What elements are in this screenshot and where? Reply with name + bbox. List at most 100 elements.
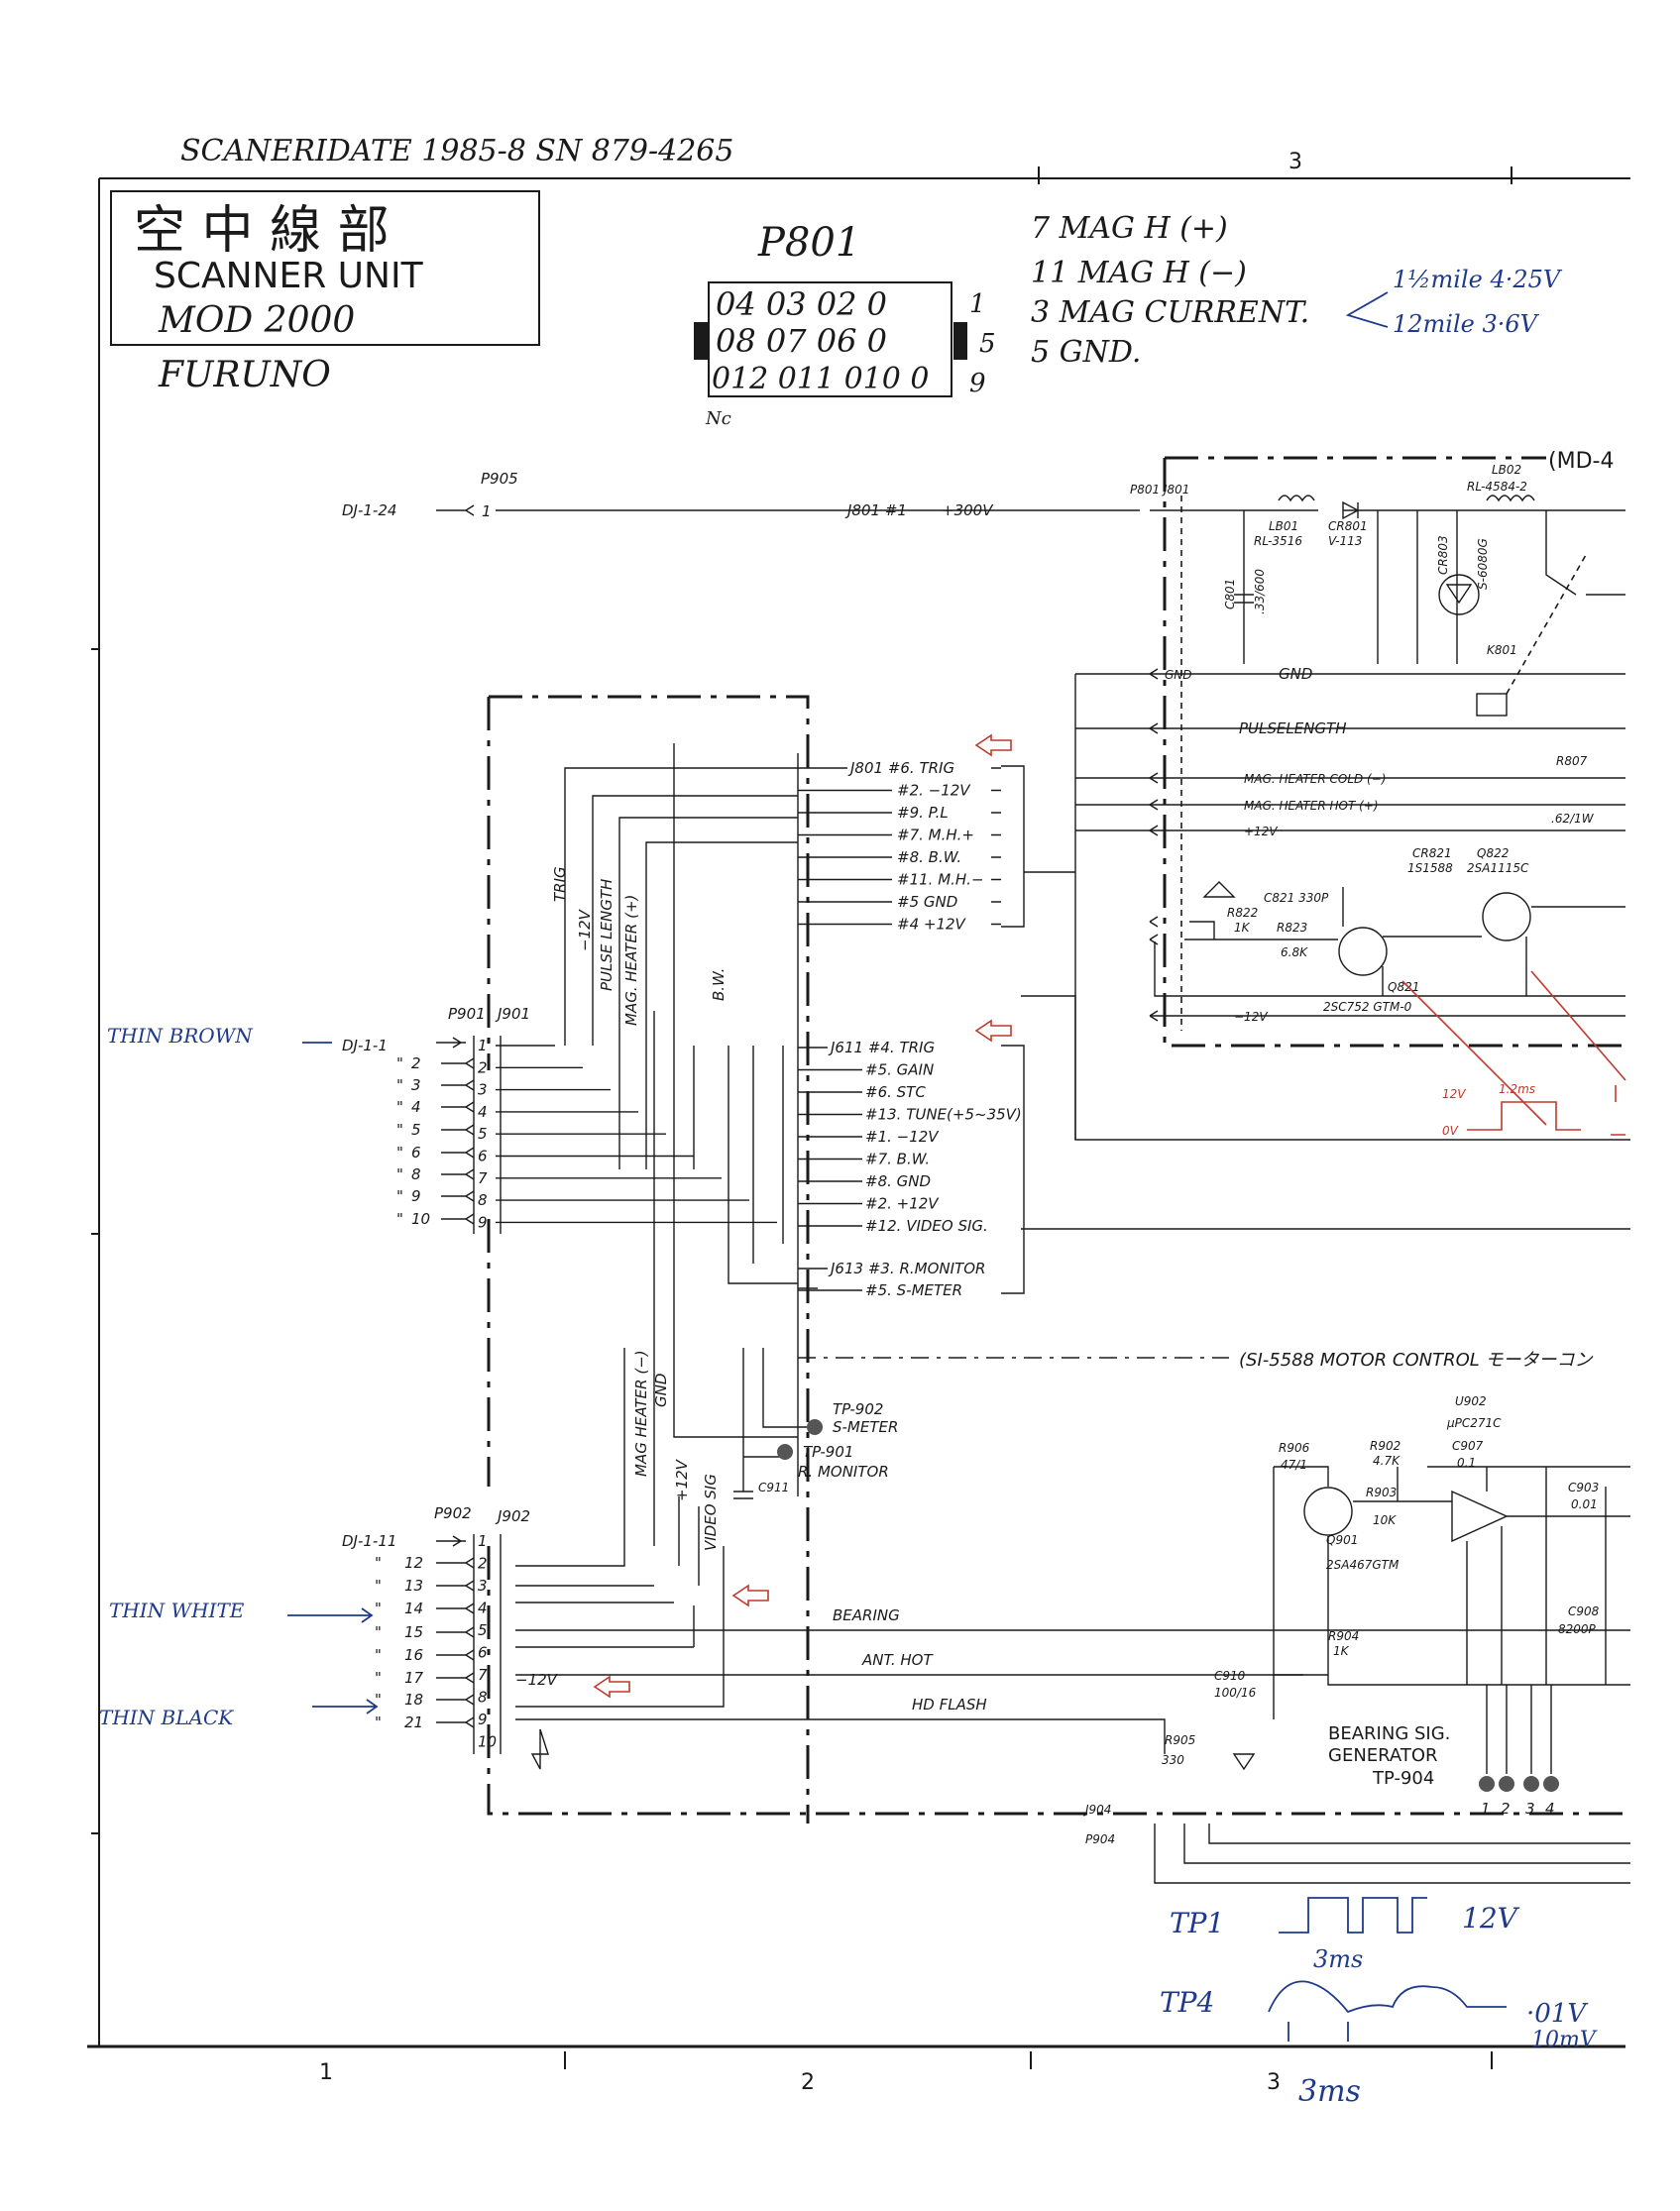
- p902-ditto: ": [375, 1669, 382, 1687]
- tp904-number: 1: [1481, 1800, 1491, 1818]
- note-mag-h-minus: 11 MAG H (−): [1031, 256, 1247, 290]
- p901-arrow: [441, 1057, 475, 1069]
- lb801: LB01: [1269, 519, 1298, 533]
- p801-outline: [708, 281, 952, 397]
- vlabel-bw: B.W.: [710, 968, 728, 1001]
- note-range-2: 12mile 3·6V: [1393, 310, 1540, 338]
- j801-signal-list: J801 #6. TRIG#2. −12V#9. P.L#7. M.H.+#8.…: [798, 759, 1001, 934]
- cr801: CR801: [1328, 519, 1368, 533]
- cr821-part: 1S1588: [1407, 861, 1453, 875]
- tp901-r-monitor: R. MONITOR: [798, 1463, 889, 1481]
- j902-pin: 6: [478, 1644, 488, 1662]
- note-range-1: 1½mile 4·25V: [1393, 266, 1563, 293]
- vlabel-plus12: +12V: [673, 1458, 691, 1501]
- p901-ditto: ": [396, 1098, 403, 1116]
- p902-pin: 21: [404, 1714, 423, 1731]
- p902-first-pin: DJ-1-11: [342, 1532, 396, 1550]
- p902-arrow: [436, 1557, 475, 1569]
- maker-handwritten: FURUNO: [158, 355, 331, 395]
- p902-arrow: [436, 1649, 475, 1661]
- j902-pin: 10: [478, 1733, 497, 1751]
- j901-pin: 4: [478, 1103, 488, 1121]
- c907: C907: [1452, 1439, 1484, 1453]
- md4-boundary: [1163, 456, 1630, 1048]
- r807: R807: [1556, 754, 1588, 768]
- p902-pin: 18: [404, 1691, 423, 1709]
- j902-pin: 8: [478, 1689, 488, 1707]
- r822: R822: [1227, 906, 1258, 920]
- p901-ditto: ": [396, 1144, 403, 1161]
- j801-signal: #8. B.W.: [897, 848, 961, 866]
- r903-val: 10K: [1373, 1513, 1397, 1527]
- j611-signal: #13. TUNE(+5~35V): [865, 1106, 1022, 1124]
- plus12-rail: +12V: [1244, 825, 1278, 838]
- signal-ant-hot: ANT. HOT: [861, 1651, 934, 1669]
- tp901: TP-901: [803, 1443, 853, 1461]
- note-thin-white: THIN WHITE: [109, 1599, 245, 1622]
- p801-row2: 08 07 06 0: [716, 322, 887, 360]
- p801-pin9: 9: [969, 369, 986, 398]
- p901-pin: 8: [411, 1165, 421, 1183]
- r823-val: 6.8K: [1281, 945, 1308, 959]
- j901-title: J901: [495, 1005, 530, 1023]
- p801-pin5: 5: [979, 329, 996, 359]
- p901-ditto: ": [396, 1121, 403, 1139]
- p902-ditto: ": [375, 1646, 382, 1664]
- r904: R904: [1328, 1629, 1359, 1643]
- bearing-gen-label-1: BEARING SIG.: [1328, 1723, 1450, 1744]
- p902-title: P902: [434, 1504, 472, 1522]
- note-thin-brown: THIN BROWN: [107, 1024, 254, 1048]
- j801-1-label: J801 #1: [844, 501, 907, 519]
- bearing-gen-label-2: GENERATOR: [1328, 1745, 1438, 1766]
- q821-transistor: [1338, 927, 1388, 976]
- note-mag-current: 3 MAG CURRENT.: [1031, 295, 1309, 330]
- j901-pin: 1: [478, 1037, 488, 1054]
- mag-heater-hot: MAG. HEATER HOT (+): [1244, 799, 1379, 813]
- p901-arrow: [441, 1101, 475, 1113]
- pulse-0v: 0V: [1442, 1124, 1459, 1138]
- j901-pin: 3: [478, 1081, 488, 1099]
- tp904-3: [1523, 1776, 1539, 1792]
- p801-pin1: 1: [969, 289, 986, 319]
- p902-arrow: [436, 1694, 475, 1706]
- pulse-width: 1.2ms: [1499, 1082, 1535, 1096]
- q821-part: 2SC752 GTM-0: [1323, 1000, 1412, 1014]
- p901-ditto: ": [396, 1210, 403, 1228]
- title-block: [110, 190, 540, 346]
- vlabel-trig: TRIG: [551, 866, 569, 902]
- j902-pin: 1: [478, 1532, 488, 1550]
- lb802: LB02: [1492, 463, 1521, 477]
- p904: P904: [1085, 1832, 1115, 1846]
- p902-pin: 14: [404, 1600, 423, 1617]
- j902-title: J902: [495, 1507, 530, 1525]
- j801-signal: #7. M.H.+: [897, 827, 974, 844]
- j611-signal: #7. B.W.: [865, 1151, 930, 1168]
- c903-val: 0.01: [1571, 1497, 1598, 1511]
- j902-pin: 7: [478, 1666, 488, 1684]
- tp904-number: 2: [1501, 1800, 1511, 1818]
- j902-pin: 3: [478, 1577, 488, 1595]
- cr803: CR803: [1436, 535, 1450, 575]
- j611-signal: #8. GND: [865, 1172, 931, 1190]
- r902-val: 4.7K: [1373, 1454, 1400, 1468]
- note-gnd: 5 GND.: [1031, 335, 1141, 370]
- zone-label-2: 2: [801, 2070, 815, 2095]
- dj-1-24-label: DJ-1-24: [342, 501, 396, 519]
- p901-arrow: [441, 1168, 475, 1180]
- u902: U902: [1455, 1394, 1487, 1408]
- tp4-label: TP4: [1160, 1986, 1214, 2019]
- p901-body: [473, 1036, 502, 1234]
- p902-pin: 16: [404, 1646, 423, 1664]
- signal-bearing: BEARING: [833, 1606, 900, 1624]
- p902-arrow: [436, 1626, 475, 1638]
- r905: R905: [1165, 1733, 1195, 1747]
- md4-label: (MD-4: [1548, 449, 1614, 474]
- q901: Q901: [1326, 1533, 1358, 1547]
- p801-title: P801: [757, 220, 860, 266]
- harness-boundary: [487, 695, 1630, 1824]
- p902-ditto: ": [375, 1577, 382, 1595]
- q822-part: 2SA1115C: [1467, 861, 1529, 875]
